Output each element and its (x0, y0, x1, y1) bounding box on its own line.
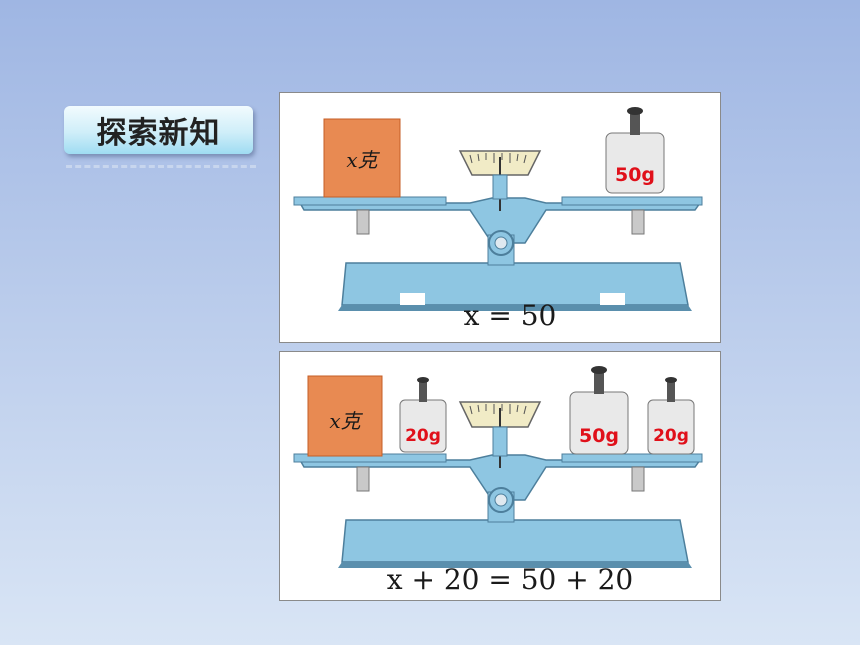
weight-label: 50g (615, 164, 655, 186)
balance-scale-1: x克 50g (293, 107, 703, 311)
balance-panel-2: x克 20g 50g 20g x + 20 = 50 + 20 (279, 351, 721, 601)
scale-beam (298, 454, 702, 501)
weight-label: 20g (405, 426, 441, 446)
section-title: 探索新知 (96, 116, 221, 151)
title-underline (66, 165, 256, 168)
unknown-block (323, 118, 401, 198)
unknown-block (307, 375, 383, 457)
scale-beam (298, 197, 702, 244)
balance-scale-2: x克 20g 50g 20g (293, 366, 703, 568)
weight-label: 20g (653, 426, 689, 446)
scale-base (341, 519, 689, 563)
equation-2: x + 20 = 50 + 20 (386, 563, 634, 596)
weight-label: 50g (579, 425, 619, 447)
section-title-tab: 探索新知 (64, 106, 253, 154)
block-label: x克 (346, 148, 380, 172)
balance-panel-1: x克 50g x = 50 (279, 92, 721, 343)
equation-1: x = 50 (463, 299, 557, 332)
block-label: x克 (329, 409, 363, 433)
